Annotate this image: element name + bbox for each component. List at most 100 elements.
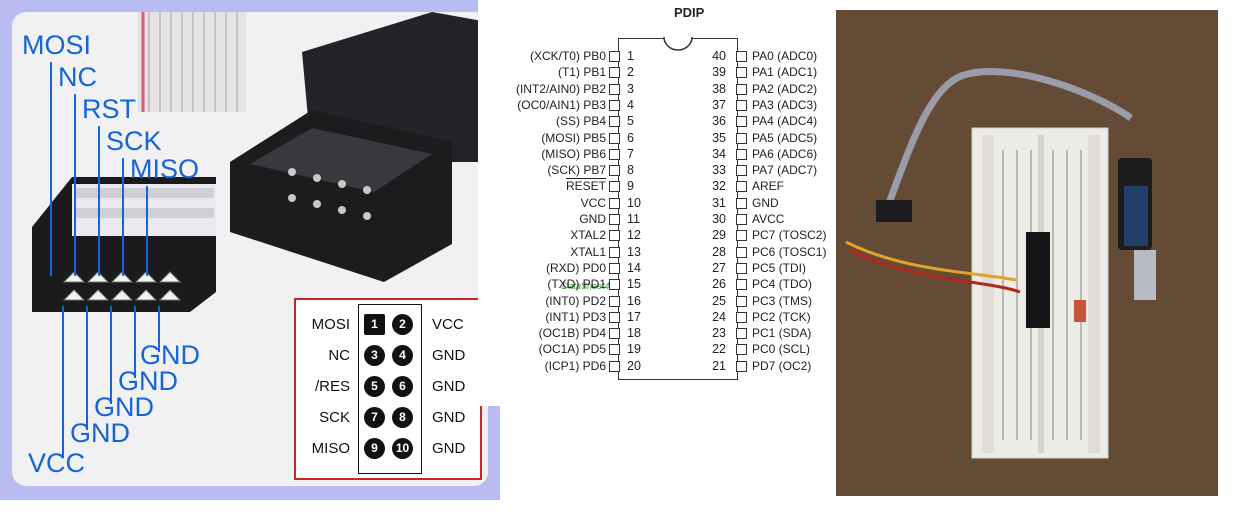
- pin-stub-right: [736, 279, 747, 290]
- pin-number-right: 27: [712, 261, 726, 275]
- pin-label-right: PA6 (ADC6): [752, 147, 818, 161]
- pin-number-left: 13: [627, 245, 641, 259]
- crystal-capacitor: [1074, 300, 1086, 322]
- lead-miso: [146, 186, 148, 276]
- pin-label-left: (INT2/AIN0) PB2: [515, 82, 606, 96]
- pin-stub-left: [609, 279, 620, 290]
- pin-number-left: 19: [627, 342, 641, 356]
- bottom-label-gnd-1: GND: [70, 418, 130, 448]
- pin-1-marker: 1: [364, 314, 385, 335]
- pin-label-right: GND: [432, 409, 466, 426]
- idc-plug: [876, 200, 912, 222]
- pin-number-left: 18: [627, 326, 641, 340]
- pin-label-right: AREF: [752, 179, 785, 193]
- pin-stub-right: [736, 165, 747, 176]
- pin-7-marker: 7: [364, 407, 385, 428]
- pin-number-left: 8: [627, 163, 634, 177]
- pin-label-left: SCK: [319, 409, 350, 426]
- pin-number-right: 38: [712, 82, 726, 96]
- wire-label-mosi: MOSI: [22, 30, 92, 60]
- pin-row-4: SCK 7 8 GND: [296, 403, 480, 433]
- pin-label-left: MOSI: [311, 316, 350, 333]
- pin-stub-left: [609, 328, 620, 339]
- pin-stub-left: [609, 84, 620, 95]
- pin-label-right: PA0 (ADC0): [752, 49, 818, 63]
- pin-number-right: 22: [712, 342, 726, 356]
- header-outline: [358, 304, 422, 474]
- pin-stub-right: [736, 100, 747, 111]
- pin-number-left: 12: [627, 228, 641, 242]
- pin-stub-right: [736, 84, 747, 95]
- pin-stub-right: [736, 214, 747, 225]
- pin-5-marker: 5: [364, 376, 385, 397]
- breadboard-photo: [836, 10, 1218, 496]
- pin-number-right: 32: [712, 179, 726, 193]
- ribbon-cable: [880, 68, 1134, 218]
- pin-number-left: 17: [627, 310, 641, 324]
- pin-6-marker: 6: [392, 376, 413, 397]
- pin-number-right: 31: [712, 196, 726, 210]
- pin-number-left: 7: [627, 147, 634, 161]
- pin-label-left: (OC1B) PD4: [538, 326, 606, 340]
- pin-label-right: PC4 (TDO): [752, 277, 812, 291]
- chip-body: [618, 37, 738, 380]
- bottom-label-vcc: VCC: [28, 448, 86, 478]
- pin-label-right: GND: [432, 347, 466, 364]
- pin-label-left: GND: [579, 212, 606, 226]
- pin-stub-right: [736, 116, 747, 127]
- pin-label-left: (SCK) PB7: [547, 163, 606, 177]
- pin-stub-left: [609, 247, 620, 258]
- pin-stub-left: [609, 312, 620, 323]
- wire-label-miso: MISO: [130, 154, 200, 184]
- bottom-label-gnd-3: GND: [118, 366, 178, 396]
- connector-illustration: [32, 12, 488, 312]
- pin-label-left: (T1) PB1: [557, 65, 606, 79]
- pin-stub-right: [736, 361, 747, 372]
- pin-number-left: 4: [627, 98, 634, 112]
- pin-stub-left: [609, 263, 620, 274]
- lead-rst: [98, 126, 100, 276]
- pin-label-right: PC6 (TOSC1): [752, 245, 827, 259]
- pin-number-right: 35: [712, 131, 726, 145]
- pin-label-right: PA1 (ADC1): [752, 65, 818, 79]
- pin-label-left: (INT1) PD3: [545, 310, 606, 324]
- pin-number-left: 2: [627, 65, 634, 79]
- pin-number-left: 6: [627, 131, 634, 145]
- pin-label-left: XTAL1: [570, 245, 606, 259]
- chip-notch: [663, 37, 693, 51]
- wire-yellow: [845, 240, 1017, 282]
- pin-number-right: 33: [712, 163, 726, 177]
- pin-3-marker: 3: [364, 345, 385, 366]
- pin-9-marker: 9: [364, 438, 385, 459]
- pin-stub-right: [736, 263, 747, 274]
- pin-stub-right: [736, 344, 747, 355]
- pin-label-right: PA7 (ADC7): [752, 163, 818, 177]
- pin-label-right: VCC: [432, 316, 464, 333]
- pin-number-right: 26: [712, 277, 726, 291]
- pin-number-right: 34: [712, 147, 726, 161]
- pin-stub-left: [609, 181, 620, 192]
- pin-number-right: 40: [712, 49, 726, 63]
- isp-pinout-box: MOSI 1 2 VCC NC 3 4 GND /RES 5 6 GND SCK…: [294, 298, 482, 480]
- pin-label-right: PC3 (TMS): [752, 294, 812, 308]
- pin-label-right: PA3 (ADC3): [752, 98, 818, 112]
- pin-label-right: PA5 (ADC5): [752, 131, 818, 145]
- lead-gnd-3: [134, 306, 136, 378]
- pin-stub-left: [609, 149, 620, 160]
- watermark: DataSheet4U: [562, 281, 617, 291]
- pin-number-left: 15: [627, 277, 641, 291]
- pin-stub-right: [736, 198, 747, 209]
- pin-stub-right: [736, 51, 747, 62]
- pin-stub-right: [736, 230, 747, 241]
- pin-stub-right: [736, 247, 747, 258]
- pin-number-right: 30: [712, 212, 726, 226]
- pin-stub-left: [609, 344, 620, 355]
- pin-stub-left: [609, 116, 620, 127]
- pin-label-right: PC5 (TDI): [752, 261, 806, 275]
- pin-label-right: PA2 (ADC2): [752, 82, 818, 96]
- pin-label-left: (SS) PB4: [555, 114, 606, 128]
- idc-plug: [32, 177, 216, 312]
- pin-number-left: 1: [627, 49, 634, 63]
- lead-gnd-2: [110, 306, 112, 404]
